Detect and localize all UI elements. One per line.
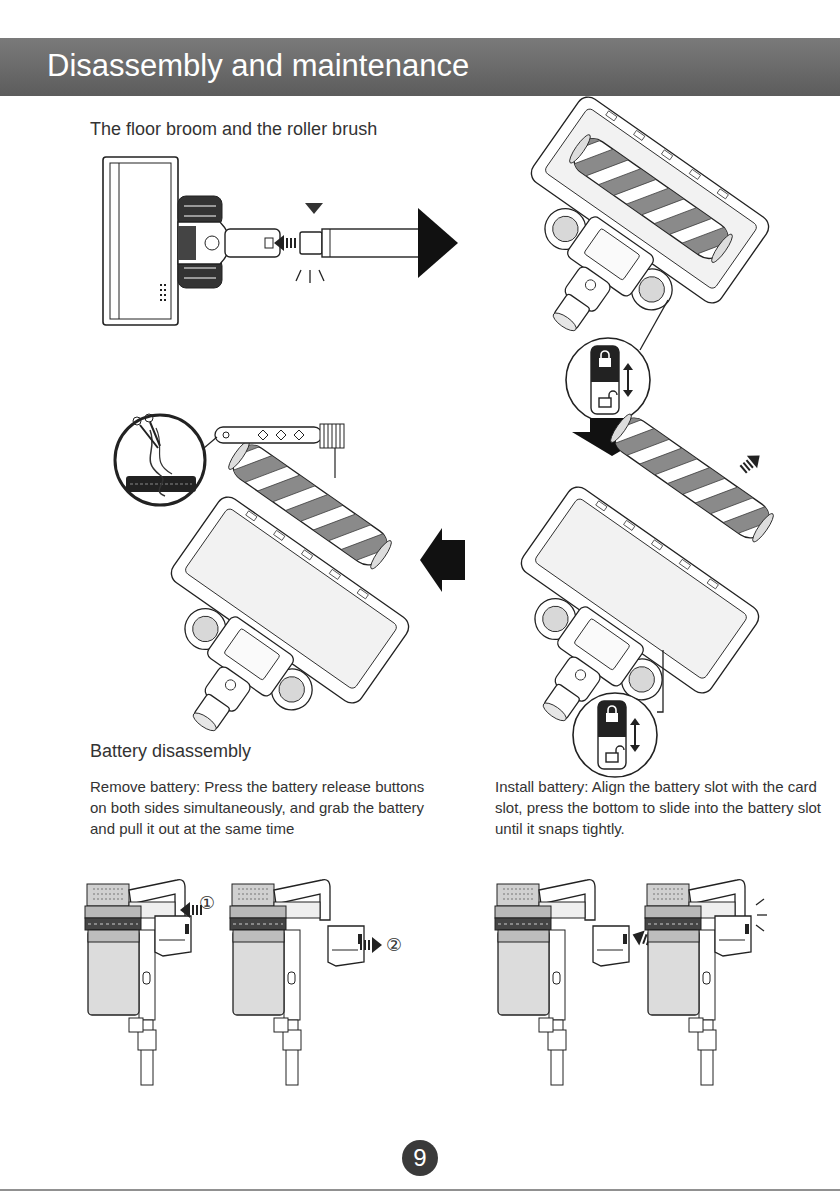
remove-arrow — [738, 449, 764, 475]
section-heading: The floor broom and the roller brush — [90, 117, 510, 141]
leader-line — [334, 448, 335, 478]
step-arrow — [420, 528, 465, 592]
page-number: 9 — [413, 1145, 426, 1171]
press-arrow — [180, 902, 201, 918]
leader-line — [640, 300, 668, 350]
cleaning-tool — [215, 424, 344, 448]
click-lines — [296, 270, 324, 283]
extension-tube — [300, 229, 420, 257]
callout-number: ② — [386, 934, 412, 956]
page-border — [0, 1190, 840, 1191]
press-arrow — [305, 203, 323, 214]
roller-brush-removed — [584, 394, 809, 567]
floor-head-top-view — [103, 157, 280, 325]
section-heading: Battery disassembly — [90, 739, 410, 763]
insert-arrow — [274, 235, 295, 251]
pull-arrow — [361, 937, 382, 953]
page-title: Disassembly and maintenance — [47, 47, 747, 85]
leader-line — [204, 437, 217, 448]
instruction-text: Install battery: Align the battery slot … — [495, 776, 831, 839]
callout-number: ① — [199, 892, 225, 914]
floor-head-open — [458, 482, 763, 781]
instruction-text: Remove battery: Press the battery releas… — [90, 776, 426, 839]
battery-step-press — [85, 880, 191, 1085]
battery-step-pull — [230, 880, 364, 1085]
lock-switch-locked — [566, 338, 650, 422]
hair-cutting-inset — [115, 414, 205, 505]
step-arrow — [418, 208, 458, 278]
battery-step-snapped — [645, 880, 751, 1085]
page-number-badge: 9 — [402, 1140, 438, 1176]
roller-brush-cleaning — [202, 421, 427, 594]
click-lines — [756, 899, 767, 931]
battery-step-insert — [495, 880, 629, 1085]
title-banner — [0, 38, 840, 96]
lock-switch-unlocked — [573, 693, 657, 777]
leader-line — [657, 650, 663, 712]
